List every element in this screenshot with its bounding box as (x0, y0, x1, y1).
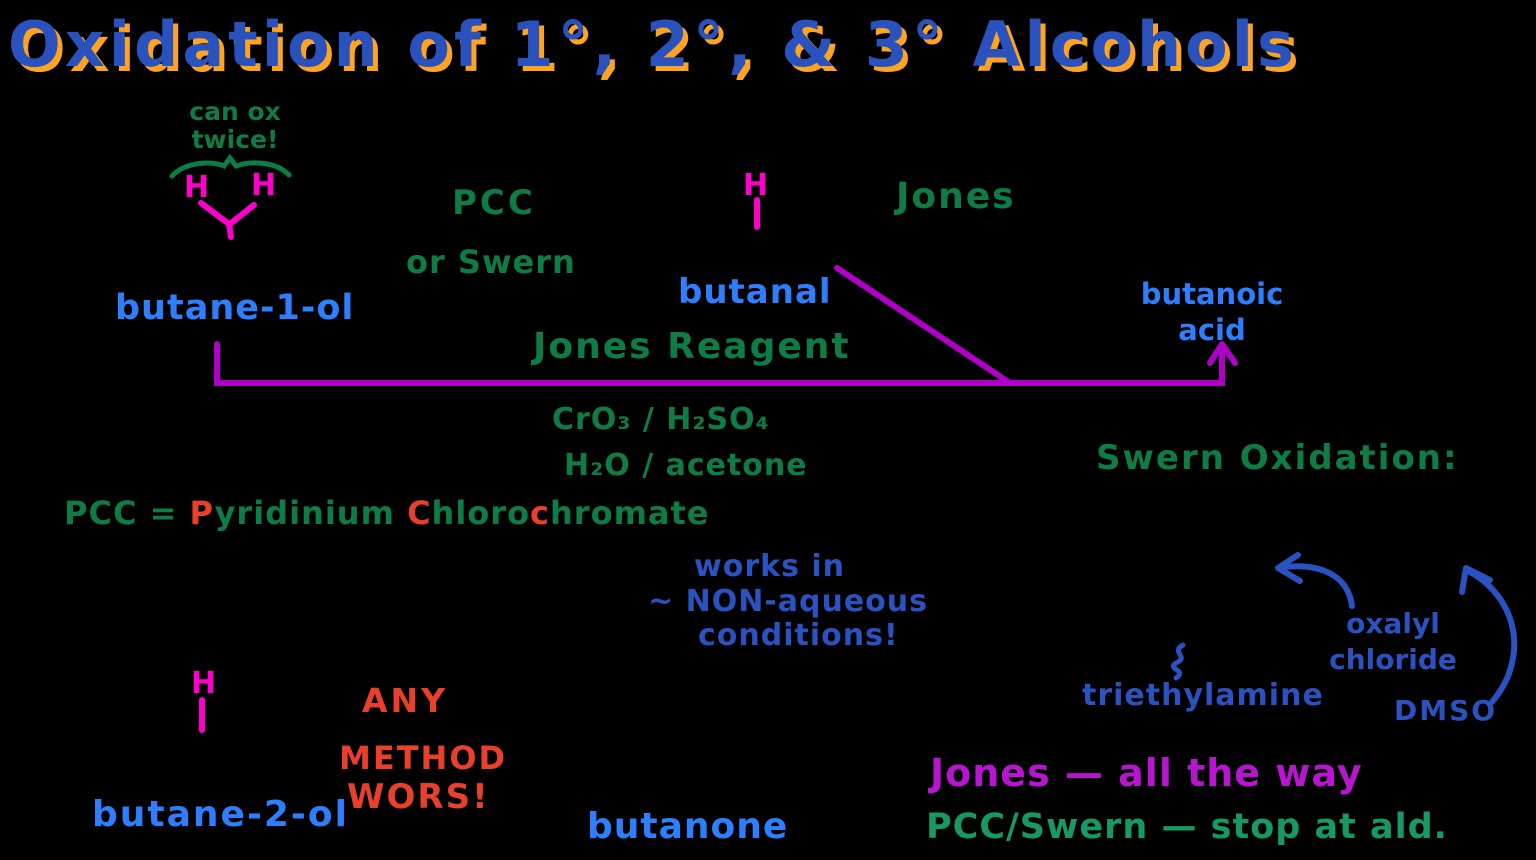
reagent-or-swern: or Swern (406, 243, 576, 281)
reagent-pcc: PCC (452, 183, 536, 223)
pcc-definition: PCC = Pyridinium Chlorochromate (64, 494, 710, 532)
compound-butane-1-ol: butane-1-ol (115, 288, 355, 328)
jones-formula-line2: H₂O / acetone (564, 448, 808, 483)
pcc-c2-rest: hromate (550, 494, 710, 532)
compound-butanoic-acid: butanoic acid (1112, 276, 1312, 348)
pcc-c1-initial: C (407, 494, 432, 532)
compound-butane-2-ol: butane-2-ol (92, 794, 349, 835)
pcc-c2-initial: c (530, 494, 551, 532)
can-ox-twice-note: can ox twice! (160, 98, 310, 154)
can-ox-line1: can ox (189, 97, 281, 126)
swern-dmso: DMSO (1394, 694, 1498, 727)
swern-oxalyl-chloride: oxalyl chloride (1318, 606, 1468, 678)
ch-bonds-butane-1-ol (198, 200, 257, 240)
oxalyl-line2: chloride (1329, 643, 1457, 676)
pcc-note-line2: ~ NON-aqueous (648, 584, 928, 619)
butanoic-acid-line2: acid (1178, 313, 1246, 347)
pcc-p-rest: yridinium (214, 494, 395, 532)
pcc-p-initial: P (189, 494, 215, 532)
compound-butanone: butanone (587, 806, 789, 847)
alpha-hydrogen-left: H (184, 170, 210, 205)
oxalyl-chloride-arrowhead (1275, 552, 1303, 584)
carbinol-hydrogen: H (191, 666, 217, 701)
oxalyl-line1: oxalyl (1346, 607, 1440, 640)
pcc-abbr: PCC (64, 494, 138, 532)
pcc-c1-rest: hloro (431, 494, 531, 532)
any-method-line1: ANY (362, 681, 449, 720)
reagent-jones: Jones (896, 176, 1016, 217)
triethylamine-squiggle (1170, 642, 1186, 681)
dmso-arrow (1467, 569, 1518, 705)
any-method-line2: METHOD (339, 739, 508, 777)
dmso-arrowhead (1459, 565, 1493, 595)
jones-reagent-label: Jones Reagent (533, 326, 851, 367)
compound-butanal: butanal (678, 272, 832, 312)
pcc-note-line1: works in (694, 549, 846, 584)
jones-formula-line1: CrO₃ / H₂SO₄ (552, 402, 770, 437)
butanoic-acid-line1: butanoic (1140, 277, 1284, 311)
swern-triethylamine: triethylamine (1082, 678, 1324, 713)
alpha-hydrogen-right: H (251, 168, 277, 203)
page-title: Oxidation of 1°, 2°, & 3° Alcohols (8, 8, 1298, 81)
summary-jones-rule: Jones — all the way (930, 751, 1363, 795)
butanal-branch-line (834, 265, 1013, 386)
pcc-equals: = (149, 494, 178, 532)
oxalyl-chloride-arrow (1281, 563, 1355, 609)
pcc-note-line3: conditions! (698, 618, 899, 653)
swern-oxidation-heading: Swern Oxidation: (1096, 438, 1459, 478)
any-method-line3: WORS! (347, 777, 490, 817)
aldehyde-hydrogen: H (743, 168, 769, 203)
summary-pcc-swern-rule: PCC/Swern — stop at ald. (926, 807, 1448, 847)
can-ox-line2: twice! (191, 125, 279, 154)
